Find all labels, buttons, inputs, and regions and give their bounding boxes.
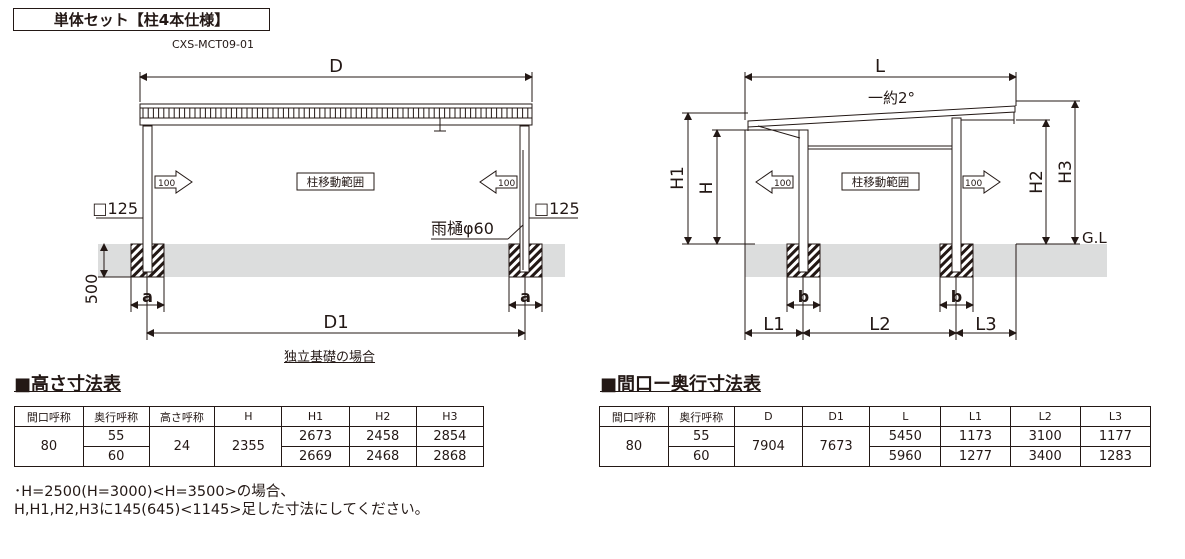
header-cell: D1 <box>801 406 871 427</box>
slope-label: 一約2° <box>868 89 915 107</box>
table-row: 80 55 7904 7673 5450 1173 3100 1177 <box>599 426 1152 467</box>
dim-l-label: L <box>875 56 885 77</box>
height-table-title: ■高さ寸法表 <box>14 374 122 395</box>
cell: 3400 <box>1009 446 1081 467</box>
range-arrow-right <box>479 170 518 194</box>
cell: 2355 <box>214 426 283 467</box>
table-row: 60 2669 2468 2868 <box>15 446 485 467</box>
cell: 5450 <box>869 426 942 447</box>
cell: 2458 <box>348 426 417 447</box>
cell: 5960 <box>869 446 942 467</box>
ground-band <box>98 244 565 277</box>
range-arrow-side-right-value: 100 <box>965 179 982 189</box>
header-cell: 奥行呼称 <box>667 406 735 427</box>
notes: ･H=2500(H=3000)<H=3500>の場合、 H,H1,H2,H3に1… <box>14 483 429 519</box>
range-arrow-side-left-value: 100 <box>774 179 791 189</box>
roof-ribs <box>142 108 529 118</box>
side-view: L 一約2° H1 H H2 H3 G.L 100 100 柱移動範囲 b b <box>668 56 1107 340</box>
cell: 2868 <box>415 446 485 467</box>
header-cell: 奥行呼称 <box>82 406 150 427</box>
dim-l2-label: L2 <box>869 314 890 335</box>
post-left <box>142 125 153 273</box>
cell: 7904 <box>733 426 803 467</box>
cell: 3100 <box>1009 426 1081 447</box>
gutter-label: 雨樋φ60 <box>431 219 494 238</box>
front-view: D □125 □125 雨樋φ60 100 100 柱移動範囲 500 a a <box>82 56 580 340</box>
header-cell: H3 <box>415 406 485 427</box>
dim-h1-label: H1 <box>668 166 688 190</box>
dim-h2-label: H2 <box>1027 170 1047 194</box>
cell: 2854 <box>415 426 485 447</box>
range-arrow-right-value: 100 <box>498 179 515 189</box>
dim-d-label: D <box>329 56 343 77</box>
range-arrow-side-left <box>755 170 794 194</box>
range-arrow-side-right <box>962 170 1001 194</box>
header-cell: H1 <box>281 406 350 427</box>
post-size-right: □125 <box>534 199 580 218</box>
post-right <box>519 125 530 273</box>
table-row: 80 55 24 2355 2673 2458 2854 <box>14 426 485 467</box>
cell: 60 <box>82 446 150 467</box>
note-line: H,H1,H2,H3に145(645)<1145>足した寸法にしてください。 <box>14 502 430 518</box>
roof-beam <box>139 103 533 119</box>
cell: 1283 <box>1079 446 1152 467</box>
dim-h-label: H <box>697 182 717 195</box>
cell: 55 <box>667 426 735 447</box>
dim-h3-label: H3 <box>1056 160 1076 184</box>
note-line: ･H=2500(H=3000)<H=3500>の場合、 <box>14 484 295 500</box>
post-size-left: □125 <box>92 199 138 218</box>
header-cell: L3 <box>1079 406 1152 427</box>
cell: 1277 <box>940 446 1011 467</box>
depth-label: 500 <box>82 274 101 305</box>
header-cell: H2 <box>348 406 417 427</box>
cell: 80 <box>14 426 84 467</box>
roof-side <box>747 105 1016 128</box>
range-label-front: 柱移動範囲 <box>307 175 365 189</box>
dim-l1-label: L1 <box>763 314 784 335</box>
cell: 55 <box>82 426 150 447</box>
cell: 2673 <box>281 426 350 447</box>
size-table: 間口呼称 奥行呼称 D D1 L L1 L2 L3 80 55 7904 767… <box>599 406 1152 467</box>
range-arrow-left <box>154 170 193 194</box>
model-number: CXS-MCT09-01 <box>172 38 255 51</box>
dim-l3-label: L3 <box>975 314 996 335</box>
size-table-title: ■間口ー奥行寸法表 <box>600 374 762 395</box>
header-cell: L <box>869 406 942 427</box>
header-cell: 高さ呼称 <box>148 406 216 427</box>
cell: 60 <box>667 446 735 467</box>
header-cell: 間口呼称 <box>599 406 669 427</box>
cell: 7673 <box>801 426 871 467</box>
header-cell: H <box>214 406 283 427</box>
gl-label: G.L <box>1082 229 1107 247</box>
cell: 80 <box>599 426 669 467</box>
front-view-caption: 独立基礎の場合 <box>284 350 376 365</box>
header-cell: D <box>733 406 803 427</box>
header-cell: 間口呼称 <box>14 406 84 427</box>
header-cell: L1 <box>940 406 1011 427</box>
height-table: 間口呼称 奥行呼称 高さ呼称 H H1 H2 H3 80 55 24 2355 … <box>14 406 485 467</box>
cell: 24 <box>148 426 216 467</box>
cell: 1177 <box>1079 426 1152 447</box>
section-title: 単体セット【柱4本仕様】 <box>13 8 270 31</box>
header-cell: L2 <box>1009 406 1081 427</box>
table-row: 60 5960 1277 3400 1283 <box>600 446 1152 467</box>
range-label-side: 柱移動範囲 <box>852 175 910 189</box>
cell: 2468 <box>348 446 417 467</box>
range-arrow-left-value: 100 <box>158 179 175 189</box>
cell: 1173 <box>940 426 1011 447</box>
dim-d1-label: D1 <box>323 312 348 333</box>
cell: 2669 <box>281 446 350 467</box>
